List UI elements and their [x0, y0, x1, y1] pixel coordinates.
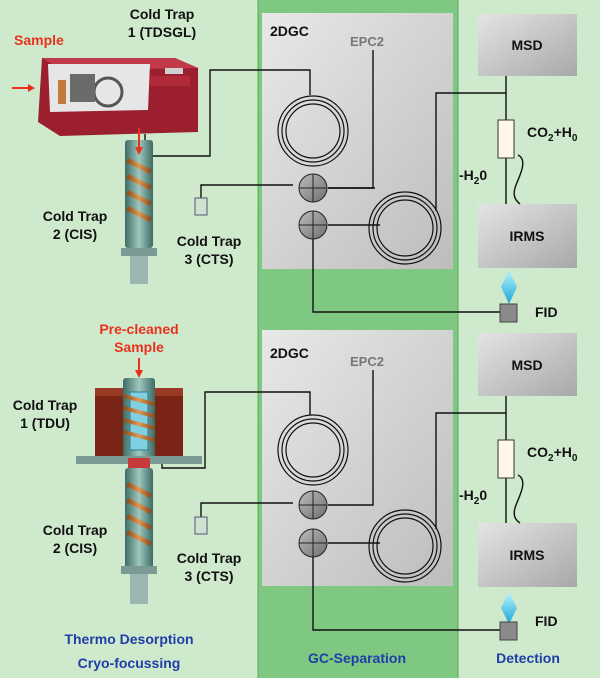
- sample-label: Sample: [14, 32, 64, 48]
- cold-trap2-label-line2: 2 (CIS): [53, 226, 97, 242]
- water-label: -H20: [459, 167, 487, 187]
- cold-trap2-label-line1: Cold Trap: [43, 522, 108, 538]
- footer-left-line1: Thermo Desorption: [64, 631, 193, 647]
- sample-label-line1: Pre-cleaned: [99, 321, 178, 337]
- cold-trap2-label-line1: Cold Trap: [43, 208, 108, 224]
- cold-trap2-label-line2: 2 (CIS): [53, 540, 97, 556]
- cold-trap3-line: [200, 502, 293, 517]
- msd-line: [435, 396, 507, 529]
- cold-trap1-label-line2: 1 (TDU): [20, 415, 70, 431]
- cold-trap1-label-line2: 1 (TDSGL): [128, 24, 196, 40]
- cis-arrow-head: [135, 147, 143, 155]
- switch-node: [298, 210, 328, 240]
- fid-label: FID: [535, 304, 558, 320]
- modulator-node: [298, 173, 328, 203]
- column1-coil: [277, 414, 349, 486]
- co2-label: CO2+H0: [527, 444, 578, 464]
- cold-trap3-device: [194, 516, 208, 535]
- column2-coil: [368, 191, 442, 265]
- fid-line: [312, 557, 500, 631]
- fid-line: [312, 238, 500, 313]
- cold-trap3-line: [200, 184, 293, 198]
- sample-arrow-head: [28, 84, 35, 92]
- cold-trap1-label-line1: Cold Trap: [130, 6, 195, 22]
- combustion-reactor: [497, 119, 515, 159]
- combustion-reactor: [497, 439, 515, 479]
- fid-detector: [499, 592, 518, 641]
- irms-box: [478, 204, 577, 268]
- msd-box: [478, 14, 577, 76]
- tdu-unit-image: [76, 378, 202, 604]
- epc-line: [328, 370, 374, 506]
- water-label: -H20: [459, 487, 487, 507]
- cold-trap3-label-line2: 3 (CTS): [185, 568, 234, 584]
- irms-label: IRMS: [510, 228, 545, 244]
- fid-detector: [499, 270, 518, 323]
- cold-trap3-label-line1: Cold Trap: [177, 233, 242, 249]
- cold-trap1-label-line1: Cold Trap: [13, 397, 78, 413]
- footer-middle: GC-Separation: [308, 650, 406, 666]
- msd-line: [435, 76, 507, 211]
- water-trap-line: [513, 474, 524, 524]
- fid-flame: [501, 270, 517, 304]
- gc-label: 2DGC: [270, 345, 309, 361]
- msd-label: MSD: [511, 37, 542, 53]
- bottom-panel: 2DGC EPC2 MSD IRMS: [13, 321, 578, 641]
- cold-trap3-device: [194, 197, 208, 216]
- footer-left-line2: Cryo-focussing: [78, 655, 181, 671]
- modulator-node: [298, 490, 328, 520]
- fid-flame: [501, 592, 517, 624]
- footer-right: Detection: [496, 650, 560, 666]
- sample-label-line2: Sample: [114, 339, 164, 355]
- cis-cold-trap-image: [121, 140, 157, 284]
- msd-label: MSD: [511, 357, 542, 373]
- water-trap-line: [513, 154, 524, 205]
- transfer-line: [161, 391, 311, 469]
- co2-label: CO2+H0: [527, 124, 578, 144]
- epc-label: EPC2: [350, 354, 384, 369]
- cold-trap3-label-line2: 3 (CTS): [185, 251, 234, 267]
- gc-label: 2DGC: [270, 23, 309, 39]
- tdsgl-oven-image: [38, 58, 198, 136]
- column1-coil: [277, 95, 349, 167]
- irms-box: [478, 523, 577, 587]
- switch-node: [298, 528, 328, 558]
- msd-box: [478, 333, 577, 396]
- epc-label: EPC2: [350, 34, 384, 49]
- sample-arrow-head: [135, 370, 143, 378]
- top-panel: 2DGC EPC2 MSD IRMS: [12, 6, 578, 323]
- column2-coil: [368, 509, 442, 583]
- cold-trap3-label-line1: Cold Trap: [177, 550, 242, 566]
- irms-label: IRMS: [510, 547, 545, 563]
- fid-label: FID: [535, 613, 558, 629]
- gc-box: [262, 13, 453, 269]
